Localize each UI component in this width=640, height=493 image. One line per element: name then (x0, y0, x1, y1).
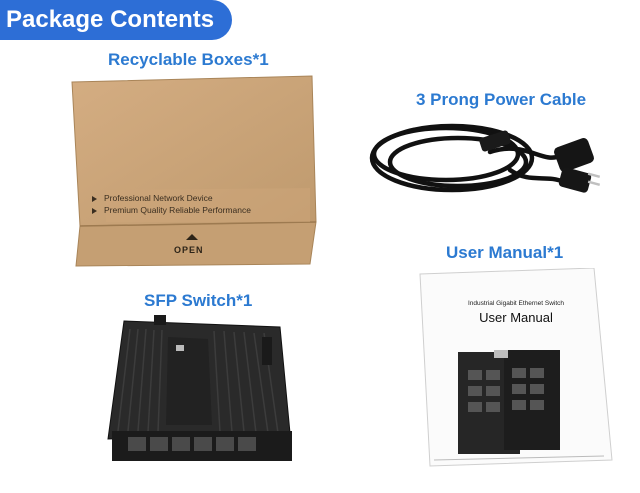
caption-power-cable: 3 Prong Power Cable (416, 90, 587, 109)
box-print-line2: Premium Quality Reliable Performance (104, 205, 251, 215)
box-print-line1: Professional Network Device (104, 193, 213, 203)
user-manual-image: Industrial Gigabit Ethernet Switch User … (418, 268, 614, 468)
section-title-banner: Package Contents (0, 0, 232, 40)
caption-recyclable-boxes: Recyclable Boxes*1 (108, 50, 269, 69)
manual-subtitle: Industrial Gigabit Ethernet Switch (467, 300, 565, 307)
cardboard-box-image: Professional Network Device Premium Qual… (66, 72, 318, 268)
caption-user-manual: User Manual*1 (446, 243, 564, 262)
sfp-switch-image (104, 313, 294, 465)
section-title: Package Contents (6, 6, 215, 33)
power-cable-image (360, 112, 608, 222)
box-open-label: OPEN (174, 245, 204, 255)
caption-sfp-switch: SFP Switch*1 (144, 291, 253, 310)
manual-title: User Manual (479, 310, 553, 325)
